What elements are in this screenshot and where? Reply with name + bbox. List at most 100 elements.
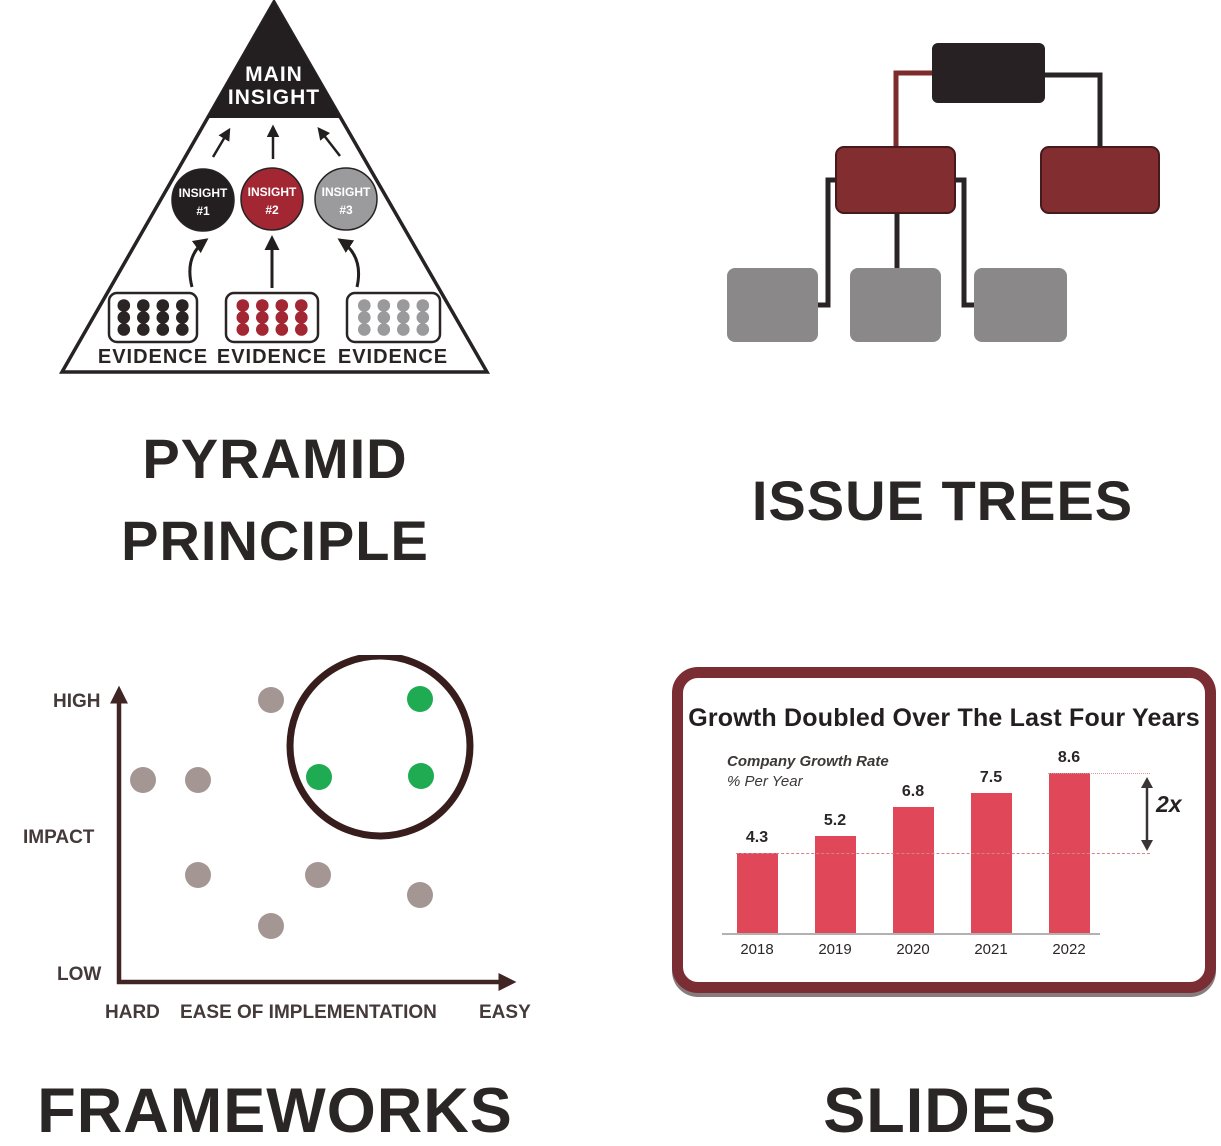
frameworks-title: FRAMEWORKS — [15, 1076, 535, 1146]
pyramid-apex-triangle — [207, 2, 341, 118]
evidence-label-2: EVIDENCE — [217, 346, 327, 368]
evidence-box-1 — [107, 291, 199, 344]
evidence-dot — [377, 311, 391, 324]
matrix-dot-gray — [305, 862, 331, 888]
evidence-dot — [117, 299, 131, 312]
evidence-dot — [176, 299, 189, 312]
pyramid-title-line1: PYRAMID — [142, 427, 408, 490]
evidence-dot — [397, 299, 410, 312]
evidence-dot — [137, 311, 150, 324]
slide-chart-title: Growth Doubled Over The Last Four Years — [688, 704, 1200, 732]
issue-trees-title-text: ISSUE TREES — [751, 469, 1134, 532]
bar-year-label: 2021 — [974, 941, 1008, 958]
bar — [970, 793, 1012, 933]
insight-circle-2 — [240, 167, 304, 231]
bar-value: 5.2 — [823, 812, 847, 829]
matrix-dot-gray — [130, 767, 156, 793]
evidence-dot — [416, 311, 430, 324]
evidence-dot — [256, 299, 269, 312]
issue-trees-title: ISSUE TREES — [690, 460, 1195, 542]
apex-label-line1: MAIN — [245, 63, 303, 86]
pyramid-title-line2: PRINCIPLE — [121, 509, 429, 572]
evidence-dot — [236, 299, 250, 312]
tree-leaf-node-3 — [974, 268, 1067, 342]
slides-title-text: SLIDES — [823, 1076, 1057, 1146]
evidence-dot — [358, 323, 371, 336]
evidence-dot — [377, 299, 391, 312]
matrix-dot-gray — [185, 767, 211, 793]
evidence-dot — [275, 323, 289, 336]
matrix-dot-gray — [258, 913, 284, 939]
evidence-dot — [275, 311, 289, 324]
evidence-boxes: EVIDENCE EVIDENCE EVIDENCE — [98, 291, 447, 368]
evidence-dot — [256, 323, 269, 336]
bar-value: 4.3 — [745, 829, 769, 846]
highlight-circle — [286, 655, 474, 840]
evidence-to-insight-arrows — [188, 235, 361, 288]
apex-label-line2: INSIGHT — [228, 86, 320, 109]
bar-chart-baseline — [722, 933, 1100, 935]
insight-3-number: #3 — [339, 203, 353, 217]
tree-root-node — [932, 43, 1045, 103]
evidence-dot — [295, 299, 308, 312]
insight-circles: INSIGHT #1 INSIGHT #2 INSIGHT #3 — [171, 167, 378, 232]
evidence-dot — [236, 323, 250, 336]
tree-link-root-left — [893, 70, 932, 150]
evidence-dot — [137, 299, 150, 312]
slide-y-axis-label-line1: Company Growth Rate — [727, 753, 889, 770]
evidence-dot — [117, 311, 131, 324]
evidence-dot — [156, 323, 170, 336]
evidence-dot — [416, 299, 430, 312]
insight-circle-3 — [314, 167, 378, 231]
x-axis-label: EASE OF IMPLEMENTATION — [180, 1002, 437, 1023]
evidence-dot — [156, 311, 170, 324]
slide-y-axis-label: Company Growth Rate % Per Year — [727, 752, 889, 792]
2x-double-arrow — [1141, 777, 1153, 851]
evidence-dot — [176, 311, 189, 324]
evidence-dot — [156, 299, 170, 312]
tree-leaf-node-1 — [727, 268, 818, 342]
evidence-dot — [416, 323, 430, 336]
bar-year-label: 2020 — [896, 941, 930, 958]
slide-mockup: Growth Doubled Over The Last Four Years … — [672, 667, 1216, 993]
x-axis-hard-label: HARD — [105, 1002, 160, 1023]
matrix-dot-gray — [407, 882, 433, 908]
evidence-dot — [397, 311, 410, 324]
evidence-dot — [295, 311, 308, 324]
x-axis-easy-label: EASY — [479, 1002, 531, 1023]
evidence-dot — [117, 323, 131, 336]
bar — [892, 807, 934, 933]
insight-2-number: #2 — [265, 203, 279, 217]
evidence-dot — [295, 323, 308, 336]
evidence-dot — [397, 323, 410, 336]
impact-ease-matrix: HIGH IMPACT LOW HARD EASE OF IMPLEMENTAT… — [23, 655, 531, 1023]
frameworks-title-text: FRAMEWORKS — [37, 1076, 513, 1146]
y-axis-low-label: LOW — [57, 964, 101, 985]
tree-link-root-right — [1045, 72, 1103, 150]
y-axis-label: IMPACT — [23, 827, 95, 848]
matrix-axes — [110, 685, 517, 991]
evidence-dot — [176, 323, 189, 336]
insight-1-number: #1 — [196, 204, 210, 218]
bar-year-label: 2019 — [818, 941, 852, 958]
tree-branch-node-left — [835, 146, 956, 214]
insight-3-label: INSIGHT — [322, 185, 371, 199]
tree-branch-node-right — [1040, 146, 1160, 214]
bar-year-label: 2022 — [1052, 941, 1086, 958]
matrix-dot-gray — [185, 862, 211, 888]
insight-2-label: INSIGHT — [248, 185, 297, 199]
y-axis-high-label: HIGH — [53, 691, 101, 712]
bar-value: 7.5 — [979, 769, 1003, 786]
pyramid-principle-title: PYRAMID PRINCIPLE — [25, 418, 525, 582]
evidence-dot — [256, 311, 269, 324]
insight-to-apex-arrows — [211, 124, 341, 159]
tree-connectors — [816, 70, 1103, 308]
2x-annotation: 2x — [1156, 791, 1182, 817]
evidence-dot — [275, 299, 289, 312]
matrix-dot-green — [407, 686, 433, 712]
matrix-dot-green — [306, 764, 332, 790]
bar — [814, 836, 856, 933]
reference-line-low — [736, 853, 1150, 854]
evidence-dot — [377, 323, 391, 336]
slide-y-axis-label-line2: % Per Year — [727, 773, 803, 790]
